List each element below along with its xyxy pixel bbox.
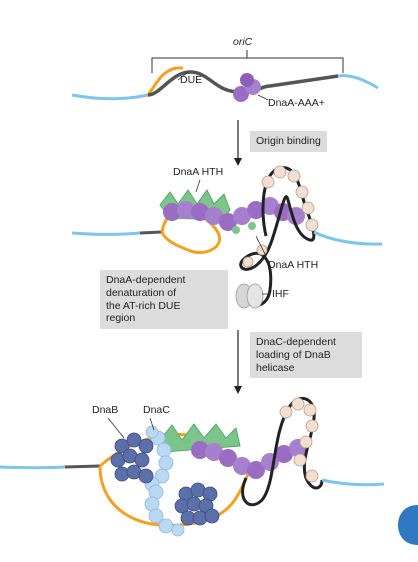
denaturation-line-2: denaturation of: [106, 286, 177, 299]
due-leader: [177, 71, 189, 81]
stage-3-dnab-loading: [0, 396, 385, 537]
loop-bead: [305, 218, 319, 232]
step-box-origin-binding: Origin binding: [250, 131, 327, 152]
loading-line-1: DnaC-dependent: [256, 336, 336, 348]
due-label: DUE: [180, 74, 203, 86]
dnab-hexamer-bottom: [174, 482, 220, 526]
dnac-cluster-bottom: [144, 484, 185, 537]
denaturation-line-1: DnaA-dependent: [106, 274, 186, 286]
dnac-label: DnaC: [143, 404, 170, 416]
loop-bead: [287, 169, 301, 183]
dnaa-sphere: [219, 449, 237, 467]
corner-badge: [398, 505, 418, 545]
dna-right-flank: [337, 74, 379, 90]
dnaa-aaa-label: DnaA-AAA+: [268, 97, 325, 109]
dna-left-gray: [139, 230, 163, 235]
oric-label: oriC: [233, 36, 253, 48]
dnac-cluster-top: [144, 425, 174, 492]
dnab-leader: [107, 417, 125, 439]
loop-bead: [261, 175, 275, 189]
dnaa-sphere: [247, 201, 265, 219]
loop-bead: [295, 185, 309, 199]
dnaa-aaa-sphere: [233, 86, 249, 102]
loop-bead: [291, 397, 305, 411]
step-origin-binding-text: Origin binding: [256, 135, 321, 147]
step-arrow-2-head: [234, 386, 242, 394]
oric-bracket: [151, 57, 344, 73]
denaturation-line-4: region: [106, 312, 136, 325]
dna-left-flank: [0, 465, 66, 470]
loop-bead: [305, 419, 319, 433]
loop-bead: [256, 244, 268, 256]
hth-dot: [232, 226, 240, 234]
loop-bead: [305, 469, 319, 483]
stage-2-origin-binding: [71, 165, 383, 309]
dnaa-sphere: [205, 443, 223, 461]
dnab-hexamer-top: [110, 432, 154, 484]
hth-dot: [248, 222, 256, 230]
dnaa-hth-right-label: DnaA HTH: [268, 259, 319, 271]
due-region: [146, 66, 183, 96]
dna-loop: [239, 166, 316, 307]
dnaa-aaa-sphere: [240, 73, 254, 87]
dnaa-sphere: [205, 207, 223, 225]
dnaa-hth-top-label: DnaA HTH: [173, 166, 224, 178]
loop-bead: [303, 403, 317, 417]
dna-left-flank: [71, 93, 149, 101]
denaturation-line-3: the AT-rich DUE: [106, 299, 181, 312]
dnaa-sphere: [191, 441, 209, 459]
loop-bead: [273, 165, 287, 179]
hth-top-leader: [195, 179, 201, 193]
dnac-leader: [149, 417, 155, 431]
loading-line-3: helicase: [256, 361, 295, 374]
dna-left-flank: [71, 231, 141, 236]
loop-bead: [242, 256, 254, 268]
loop-bead: [293, 453, 307, 467]
loop-bead: [299, 435, 313, 449]
dna-right-flank: [321, 478, 385, 487]
dnaa-sphere: [247, 461, 265, 479]
dnaa-sphere: [163, 203, 181, 221]
dnaa-sphere: [233, 207, 251, 225]
loading-line-2: loading of DnaB: [256, 348, 331, 361]
dna-left-gray: [64, 464, 101, 469]
hth-right-leader: [255, 235, 267, 257]
loop-bead: [279, 405, 293, 419]
ihf-label: IHF: [272, 288, 289, 300]
loop-bead: [301, 201, 315, 215]
step-box-loading: DnaC-dependent loading of DnaB helicase: [250, 332, 362, 379]
dnaa-sphere: [191, 203, 209, 221]
dnaa-sphere: [219, 213, 237, 231]
dnaa-sphere: [177, 201, 195, 219]
dnaa-sphere: [233, 457, 251, 475]
dnaa-aaa-leader: [257, 94, 269, 101]
dnab-label: DnaB: [92, 404, 119, 416]
step-arrow-1-head: [234, 158, 242, 166]
ihf-protein: [246, 283, 264, 309]
step-box-denaturation: DnaA-dependent denaturation of the AT-ri…: [100, 270, 228, 330]
stage-1-oric: [71, 50, 379, 102]
dnaa-sphere: [275, 445, 293, 463]
dna-right-flank: [313, 230, 383, 246]
